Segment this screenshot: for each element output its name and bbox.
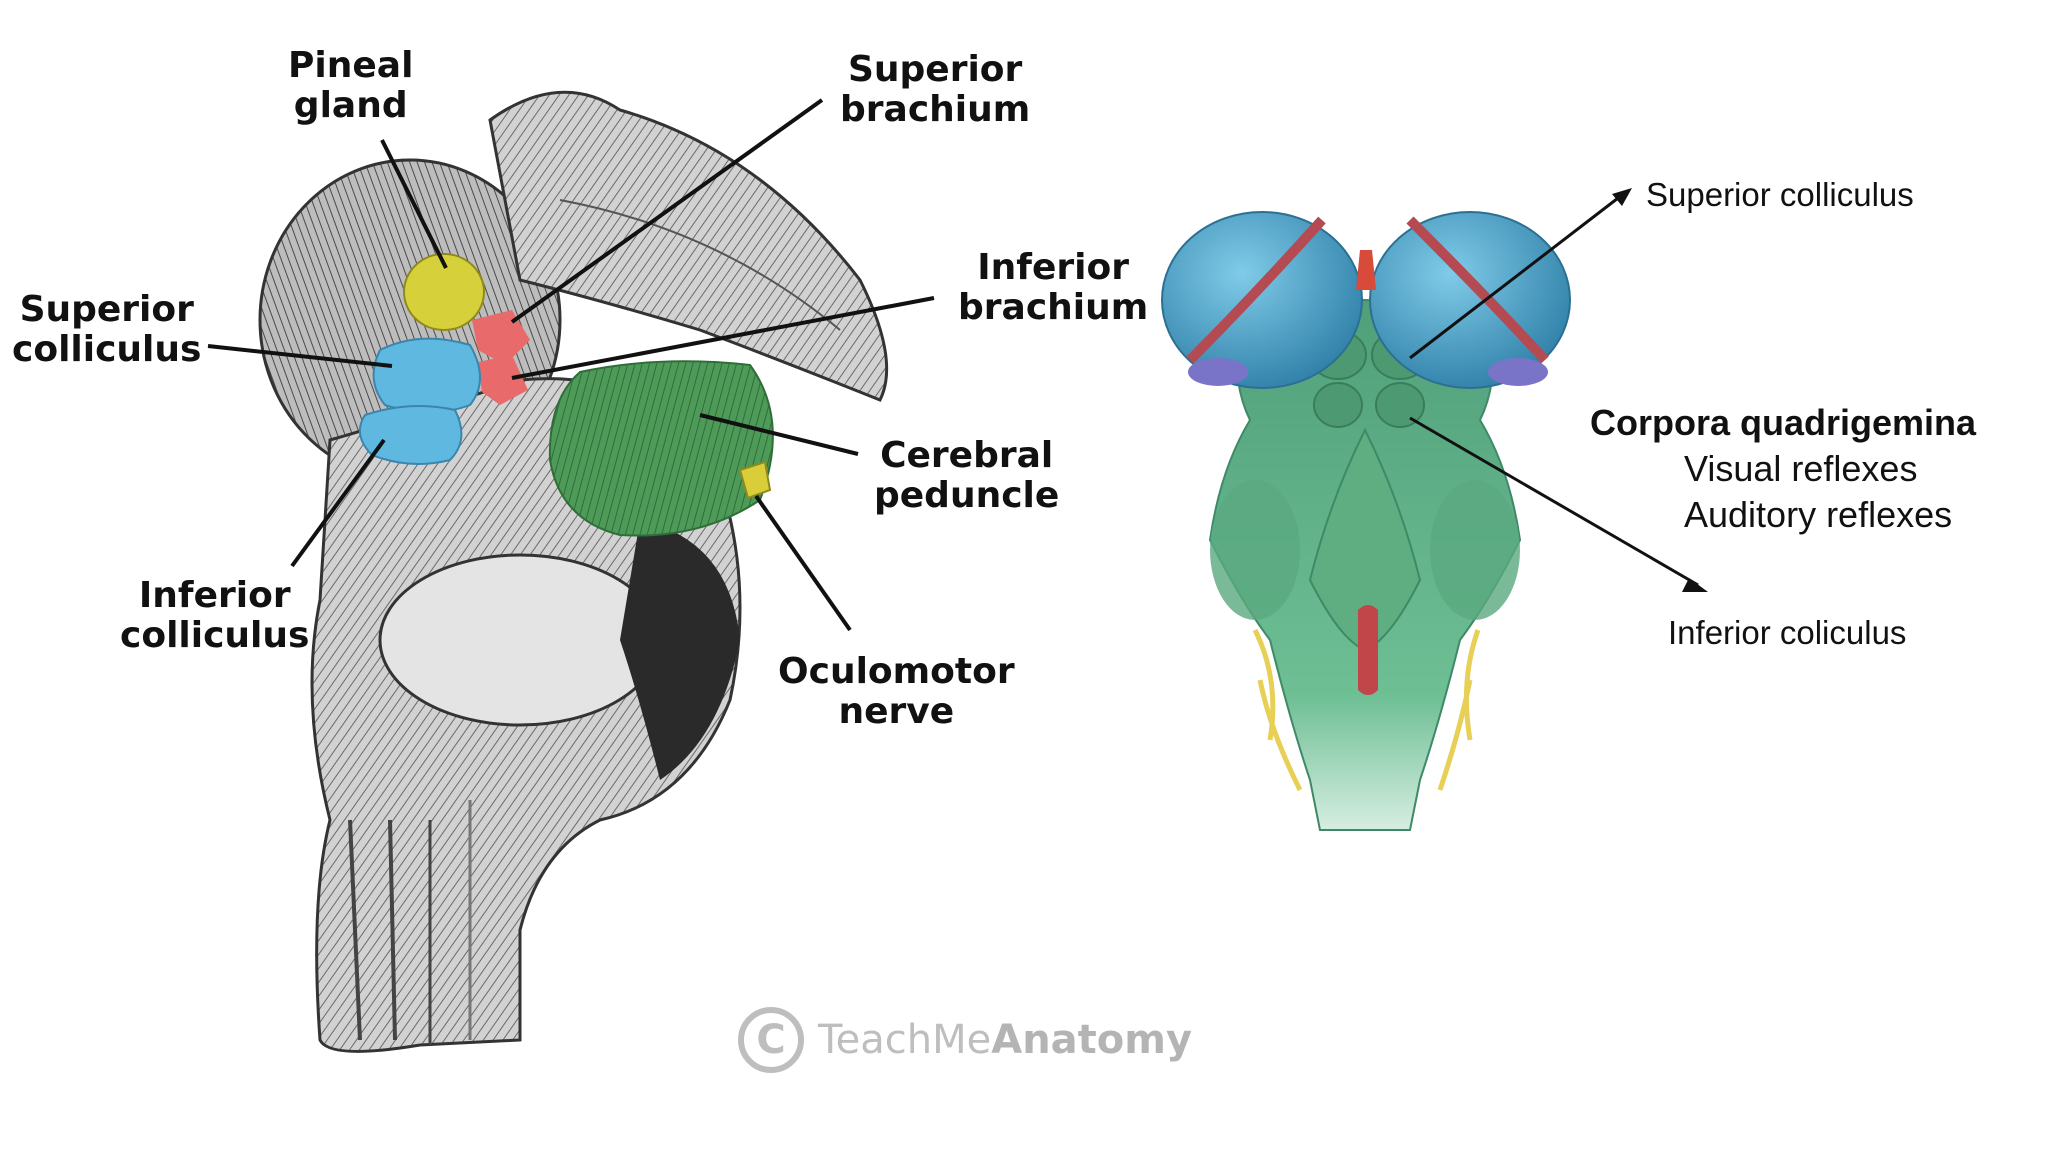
teachmeanatomy-watermark: C TeachMeAnatomy <box>738 1000 1192 1080</box>
label-oculomotor-nerve: Oculomotor nerve <box>778 651 1015 732</box>
label-superior-colliculus: Superior colliculus <box>12 289 202 370</box>
right-lateral-bulb <box>1488 358 1548 386</box>
superior-brachium-shape <box>472 310 530 365</box>
label-pineal-gland: Pineal gland <box>288 45 414 126</box>
arrow-head-superior <box>1612 188 1632 206</box>
arrow-head-inferior <box>1682 578 1708 592</box>
watermark-text: TeachMeAnatomy <box>818 1017 1193 1063</box>
pineal-gland-shape <box>403 253 485 331</box>
label-right-inferior-colliculus: Inferior coliculus <box>1668 614 1907 651</box>
cerebral-peduncle-shape <box>548 360 774 537</box>
pineal-small-shape <box>1356 250 1376 290</box>
left-lower-colliculus-bump <box>1313 382 1363 428</box>
copyright-icon: C <box>738 1007 804 1073</box>
dark-region-shape <box>620 520 740 780</box>
right-peduncle-bulge <box>1430 480 1520 620</box>
label-superior-brachium: Superior brachium <box>840 49 1031 130</box>
label-right-superior-colliculus: Superior colliculus <box>1646 176 1914 213</box>
label-inferior-brachium: Inferior brachium <box>958 247 1149 328</box>
inferior-colliculus-shape <box>358 405 463 465</box>
auditory-reflexes-line: Auditory reflexes <box>1684 494 1953 535</box>
corpora-title: Corpora quadrigemina <box>1590 402 1977 443</box>
median-red-structure <box>1358 605 1378 695</box>
label-inferior-colliculus: Inferior colliculus <box>120 575 310 656</box>
superior-colliculus-shape <box>372 337 481 414</box>
left-peduncle-bulge <box>1210 480 1300 620</box>
inferior-brachium-shape <box>478 355 528 405</box>
corpora-quadrigemina-block: Corpora quadrigemina Visual reflexes Aud… <box>1590 400 1976 538</box>
label-cerebral-peduncle: Cerebral peduncle <box>874 435 1060 516</box>
oculomotor-nerve-shape <box>738 460 772 500</box>
right-lower-colliculus-bump <box>1375 382 1425 428</box>
visual-reflexes-line: Visual reflexes <box>1684 448 1918 489</box>
right-thalamus-blue <box>1369 211 1571 389</box>
cerebral-fold-shape <box>488 90 889 402</box>
left-lateral-bulb <box>1188 358 1248 386</box>
